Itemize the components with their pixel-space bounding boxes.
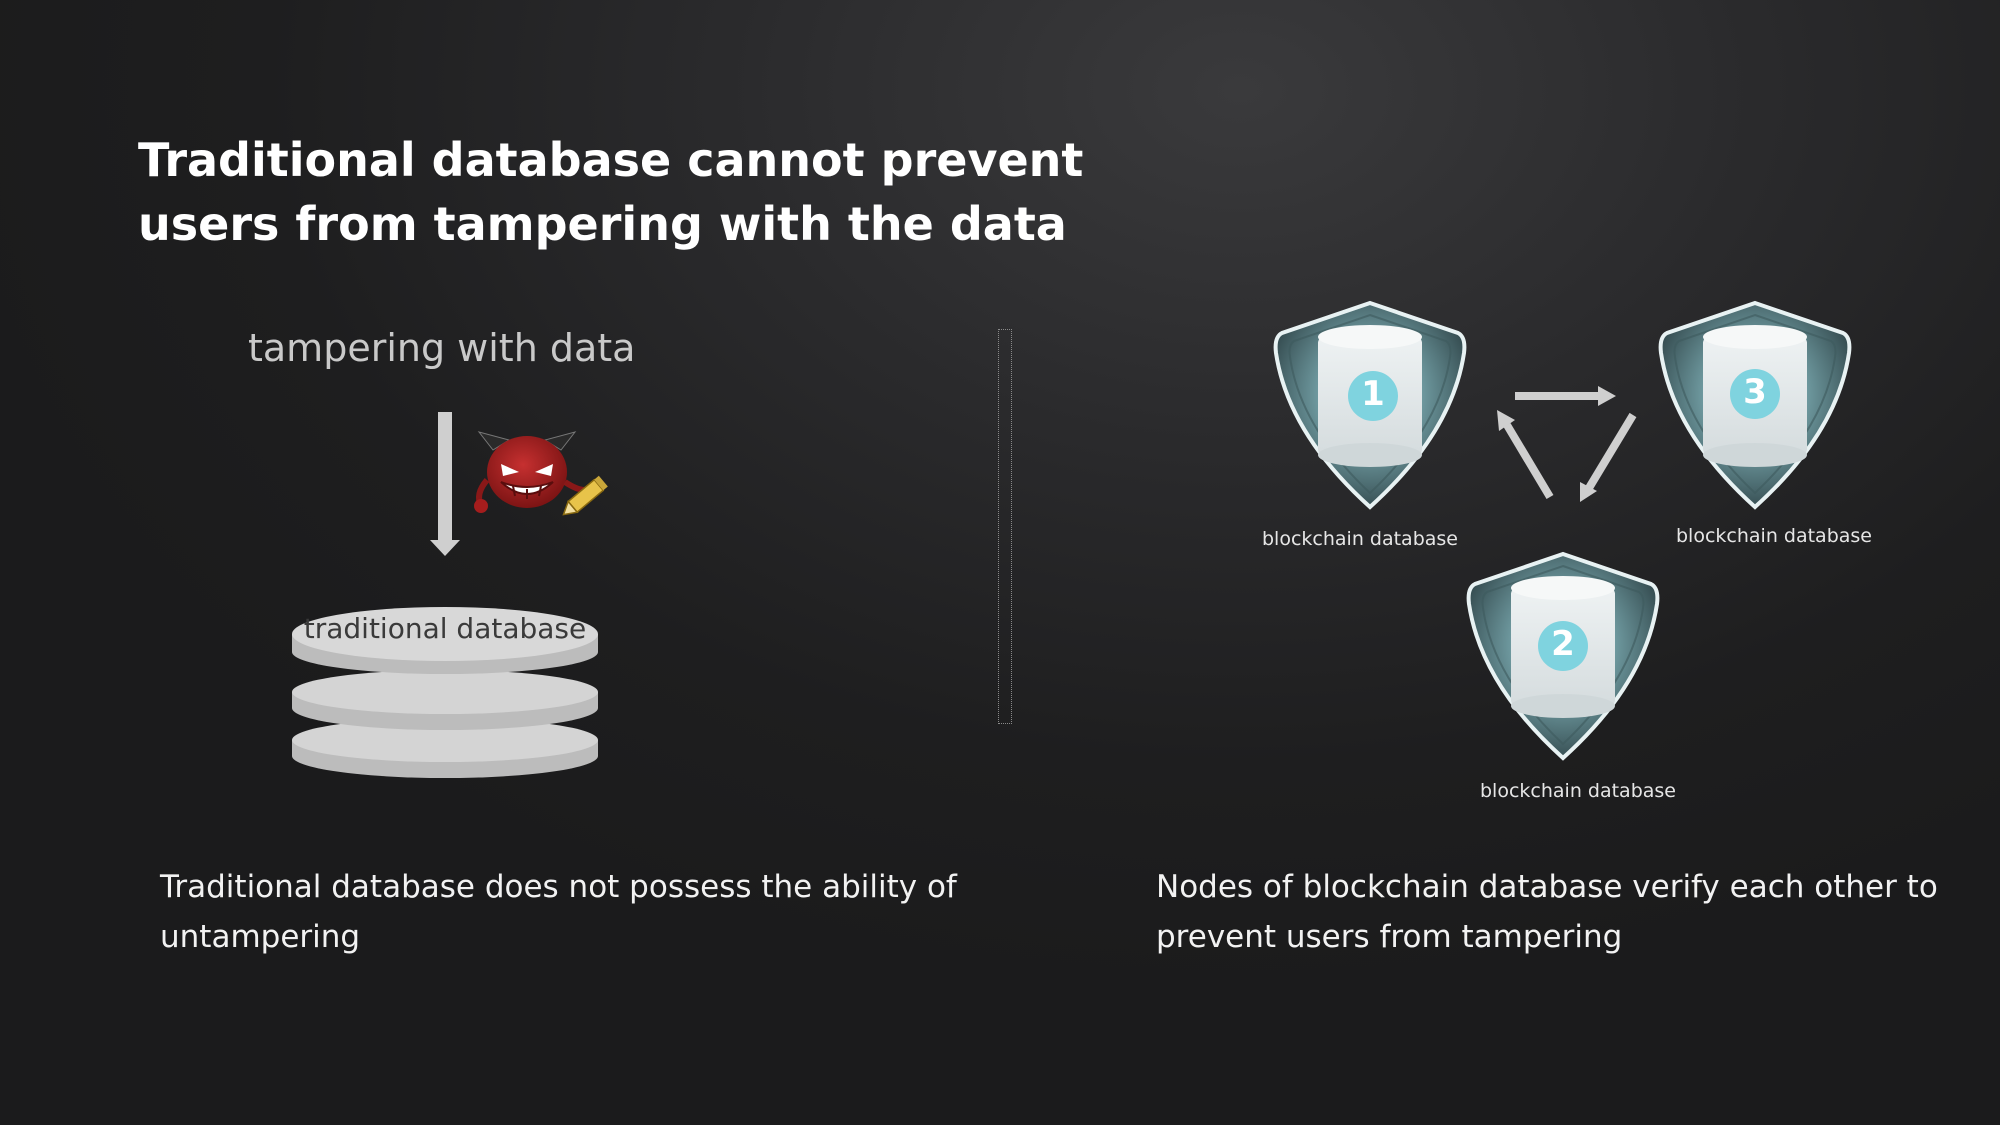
down-arrow-icon (430, 412, 460, 556)
right-caption: Nodes of blockchain database verify each… (1156, 869, 1938, 955)
section-divider (998, 329, 1012, 724)
node-number-1: 1 (1361, 374, 1385, 414)
node-1-label: blockchain database (1262, 528, 1458, 550)
node-2-label: blockchain database (1480, 780, 1676, 802)
node-number-3: 3 (1743, 372, 1767, 412)
cycle-arrows-icon (1497, 386, 1637, 502)
node-3-label: blockchain database (1676, 525, 1872, 547)
shield-database-icon (1273, 301, 1467, 509)
node-number-2: 2 (1551, 624, 1575, 664)
left-caption: Traditional database does not possess th… (160, 869, 957, 955)
shield-database-icon (1466, 552, 1660, 760)
devil-icon (474, 431, 586, 513)
pencil-icon (562, 475, 608, 516)
shield-database-icon (1658, 301, 1852, 509)
traditional-database-label: traditional database (303, 612, 587, 645)
traditional-database-icon (292, 607, 598, 778)
tampering-label: tampering with data (248, 326, 636, 370)
slide-title: Traditional database cannot prevent user… (138, 133, 1084, 251)
